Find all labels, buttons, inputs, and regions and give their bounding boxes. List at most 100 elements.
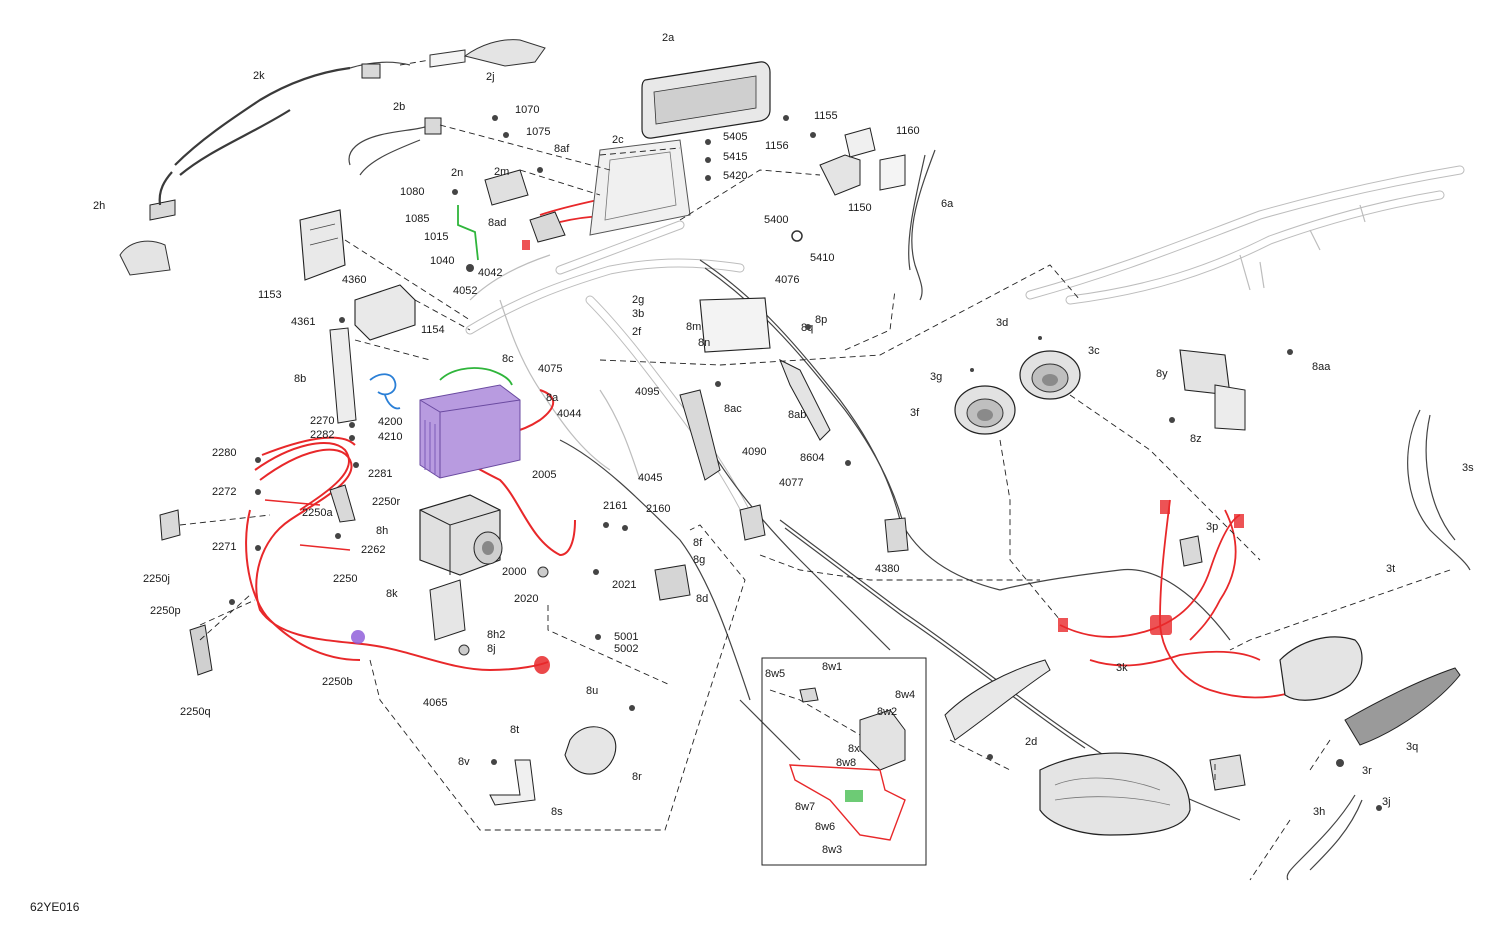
fastener-dots — [229, 115, 1382, 811]
label-3d: 3d — [996, 317, 1008, 329]
label-1070: 1070 — [515, 104, 539, 116]
label-3c: 3c — [1088, 345, 1100, 357]
label-2161: 2161 — [603, 500, 627, 512]
label-8ac: 8ac — [724, 403, 742, 415]
label-8v: 8v — [458, 756, 470, 768]
label-2c: 2c — [612, 134, 624, 146]
label-4075: 4075 — [538, 363, 562, 375]
label-8af: 8af — [554, 143, 570, 155]
label-2f: 2f — [632, 326, 642, 338]
label-2272: 2272 — [212, 486, 236, 498]
label-2250j: 2250j — [143, 573, 170, 585]
lights — [944, 636, 1461, 881]
label-3r: 3r — [1362, 765, 1372, 777]
label-4076: 4076 — [775, 274, 799, 286]
label-2160: 2160 — [646, 503, 670, 515]
blue-wire-4200 — [369, 373, 401, 410]
label-3b: 3b — [632, 308, 644, 320]
label-2020: 2020 — [514, 593, 538, 605]
label-2282: 2282 — [310, 429, 334, 441]
label-4200: 4200 — [378, 416, 402, 428]
label-8aa: 8aa — [1312, 361, 1331, 373]
label-8g: 8g — [693, 554, 705, 566]
label-3q: 3q — [1406, 741, 1418, 753]
speakers — [954, 350, 1081, 435]
label-4361: 4361 — [291, 316, 315, 328]
label-1160: 1160 — [896, 125, 920, 137]
label-4045: 4045 — [638, 472, 662, 484]
label-8n: 8n — [698, 337, 710, 349]
label-2d: 2d — [1025, 736, 1037, 748]
label-2a: 2a — [662, 32, 675, 44]
label-2270: 2270 — [310, 415, 334, 427]
label-1155: 1155 — [814, 110, 838, 122]
display-screen-2a — [589, 61, 771, 236]
inset-box-8w — [761, 657, 927, 866]
label-5415: 5415 — [723, 151, 747, 163]
label-2b: 2b — [393, 101, 405, 113]
label-8t: 8t — [510, 724, 519, 736]
label-3f: 3f — [910, 407, 920, 419]
label-1150: 1150 — [848, 202, 872, 214]
label-3t: 3t — [1386, 563, 1395, 575]
label-8f: 8f — [693, 537, 703, 549]
label-4042: 4042 — [478, 267, 502, 279]
label-8x: 8x — [848, 743, 860, 755]
label-8w1: 8w1 — [822, 661, 842, 673]
label-4210: 4210 — [378, 431, 402, 443]
label-8k: 8k — [386, 588, 398, 600]
label-3g: 3g — [930, 371, 942, 383]
label-1154: 1154 — [421, 324, 445, 336]
frame-outline — [1025, 165, 1465, 305]
label-8c: 8c — [502, 353, 514, 365]
label-3h: 3h — [1313, 806, 1325, 818]
label-8w3: 8w3 — [822, 844, 842, 856]
label-8d: 8d — [696, 593, 708, 605]
label-2280: 2280 — [212, 447, 236, 459]
label-4090: 4090 — [742, 446, 766, 458]
label-2250p: 2250p — [150, 605, 181, 617]
label-2n: 2n — [451, 167, 463, 179]
red-harness-2250 — [245, 389, 576, 674]
label-1156: 1156 — [765, 140, 789, 152]
label-5400: 5400 — [764, 214, 788, 226]
label-2000: 2000 — [502, 566, 526, 578]
battery-8a — [419, 384, 521, 479]
label-8ab: 8ab — [788, 409, 806, 421]
label-8w6: 8w6 — [815, 821, 835, 833]
label-8a: 8a — [546, 392, 559, 404]
label-2m: 2m — [494, 166, 509, 178]
dashed-leaders — [179, 59, 1451, 881]
label-8m: 8m — [686, 321, 701, 333]
label-4065: 4065 — [423, 697, 447, 709]
label-1015: 1015 — [424, 231, 448, 243]
label-8w5: 8w5 — [765, 668, 785, 680]
label-8ad: 8ad — [488, 217, 506, 229]
label-8r: 8r — [632, 771, 642, 783]
label-4360: 4360 — [342, 274, 366, 286]
label-8w4: 8w4 — [895, 689, 915, 701]
label-5001: 5001 — [614, 631, 638, 643]
label-8w2: 8w2 — [877, 706, 897, 718]
label-4077: 4077 — [779, 477, 803, 489]
label-1075: 1075 — [526, 126, 550, 138]
label-3p: 3p — [1206, 521, 1218, 533]
label-6a: 6a — [941, 198, 954, 210]
label-4052: 4052 — [453, 285, 477, 297]
label-5002: 5002 — [614, 643, 638, 655]
green-wires — [439, 205, 863, 802]
label-3s: 3s — [1462, 462, 1474, 474]
label-5420: 5420 — [723, 170, 747, 182]
label-8p: 8p — [815, 314, 827, 326]
label-5405: 5405 — [723, 131, 747, 143]
label-8y: 8y — [1156, 368, 1168, 380]
label-1080: 1080 — [400, 186, 424, 198]
part-labels: 2a 2b 2c 2d 2f 2g 2h 2j 2k 2m 2n 3b 3c 3… — [93, 32, 1474, 856]
label-1153: 1153 — [258, 289, 282, 301]
label-2271: 2271 — [212, 541, 236, 553]
left-components — [119, 39, 546, 676]
label-2262: 2262 — [361, 544, 385, 556]
label-8j: 8j — [487, 643, 496, 655]
label-4044: 4044 — [557, 408, 581, 420]
